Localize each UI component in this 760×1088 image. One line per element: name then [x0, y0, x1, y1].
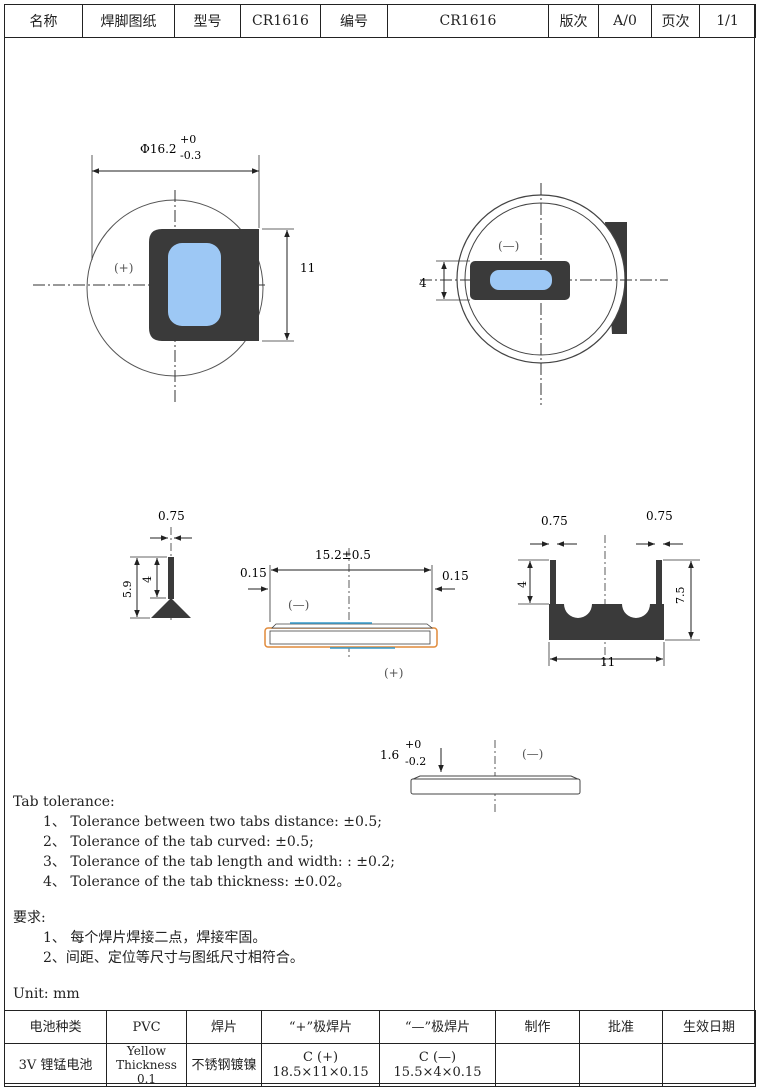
page-label: 页次 [651, 4, 700, 38]
footer-header-cell: 电池种类 [4, 1010, 107, 1044]
version-value: A/0 [598, 4, 652, 38]
thickness-polarity: (—) [522, 747, 543, 761]
tab-tolerance-title: Tab tolerance: [13, 794, 115, 810]
mid-bottom-polarity: (+) [384, 666, 403, 680]
positive-polarity: (+) [114, 261, 133, 275]
requirement-item: 1、 每个焊片焊接二点，焊接牢固。 [43, 930, 267, 946]
footer-header-cell: 焊片 [186, 1010, 262, 1044]
mid-top-polarity: (—) [288, 598, 309, 612]
battery-type-cell: 3V 锂锰电池 [4, 1043, 107, 1087]
minus-tab-type: C (—) [418, 1050, 457, 1065]
requirement-item: 2、间距、定位等尺寸与图纸尺寸相符合。 [43, 950, 304, 966]
title-block-footer: 电池种类 PVC 焊片 “+”极焊片 “—”极焊片 制作 批准 生效日期 3V … [4, 1010, 756, 1087]
model-value: CR1616 [240, 4, 321, 38]
diameter-tol-minus: -0.3 [180, 149, 201, 162]
notes-block: Tab tolerance: 1、 Tolerance between two … [13, 792, 613, 1004]
pvc-color: Yellow [126, 1044, 167, 1058]
tab-thickness-label: 0.75 [158, 509, 185, 523]
page-value: 1/1 [699, 4, 756, 38]
outer-height-label: 5.9 [121, 581, 134, 599]
left-height-label: 4 [516, 581, 529, 588]
tab-material-cell: 不锈钢镀镍 [186, 1043, 262, 1087]
tolerance-item: 4、 Tolerance of the tab thickness: ±0.02… [43, 874, 351, 890]
footer-header-cell: 批准 [579, 1010, 663, 1044]
tolerance-item: 2、 Tolerance of the tab curved: ±0.5; [43, 834, 314, 850]
plus-tab-type: C (+) [302, 1050, 339, 1065]
top-left-view: Φ16.2 +0 -0.3 11 (+) [33, 133, 315, 405]
footer-header-cell: PVC [106, 1010, 187, 1044]
thickness-tol-plus: +0 [405, 738, 421, 751]
inner-height-label: 4 [141, 576, 154, 583]
right-height-label: 7.5 [674, 587, 687, 605]
minus-tab-size: 15.5×4×0.15 [393, 1065, 482, 1080]
footer-header-cell: “+”极焊片 [261, 1010, 380, 1044]
pvc-thickness-value: 0.1 [136, 1072, 157, 1086]
approved-by-cell [579, 1043, 663, 1087]
unit-label: Unit: mm [13, 986, 80, 1002]
footer-header-cell: 生效日期 [662, 1010, 756, 1044]
left-offset-label: 0.15 [240, 566, 267, 580]
cell-side-view: 15.2±0.5 0.15 0.15 (—) (+) [240, 548, 469, 680]
pvc-thickness-label: Thickness [116, 1058, 177, 1072]
tab-side-profile-right: 0.75 0.75 4 7.5 11 [516, 509, 700, 669]
number-value: CR1616 [387, 4, 549, 38]
negative-tab-window [490, 270, 552, 290]
minus-tab-cell: C (—) 15.5×4×0.15 [379, 1043, 496, 1087]
plus-tab-size: 18.5×11×0.15 [272, 1065, 369, 1080]
requirements-title: 要求: [13, 910, 46, 926]
footer-header-cell: 制作 [495, 1010, 580, 1044]
cell-thickness-view: 1.6 +0 -0.2 (—) [380, 738, 581, 815]
tab-height-label: 11 [300, 261, 315, 275]
tab-side-profile-left: 0.75 5.9 4 [121, 509, 192, 620]
pvc-cell: Yellow Thickness 0.1 [106, 1043, 187, 1087]
tab-width-label: 4 [419, 276, 427, 290]
negative-polarity: (—) [498, 239, 519, 253]
title-block-header: 名称 焊脚图纸 型号 CR1616 编号 CR1616 版次 A/0 页次 1/… [4, 4, 756, 38]
thickness-value: 1.6 [380, 748, 399, 762]
diameter-label: Φ16.2 [140, 142, 177, 156]
diameter-tol-plus: +0 [180, 133, 196, 146]
left-width-label: 0.75 [541, 514, 568, 528]
tab-length-label: 15.2±0.5 [315, 548, 371, 562]
thickness-tol-minus: -0.2 [405, 755, 426, 768]
right-width-label: 0.75 [646, 509, 673, 523]
made-by-cell [495, 1043, 580, 1087]
name-label: 名称 [4, 4, 83, 38]
right-offset-label: 0.15 [442, 569, 469, 583]
tolerance-item: 1、 Tolerance between two tabs distance: … [43, 814, 383, 830]
top-right-view: 4 (—) [419, 183, 668, 405]
footer-header-cell: “—”极焊片 [379, 1010, 496, 1044]
name-value: 焊脚图纸 [82, 4, 175, 38]
tolerance-item: 3、 Tolerance of the tab length and width… [43, 854, 395, 870]
plus-tab-cell: C (+) 18.5×11×0.15 [261, 1043, 380, 1087]
bottom-width-label: 11 [600, 655, 615, 669]
effective-date-cell [662, 1043, 756, 1087]
tab-window [168, 243, 221, 326]
number-label: 编号 [320, 4, 388, 38]
